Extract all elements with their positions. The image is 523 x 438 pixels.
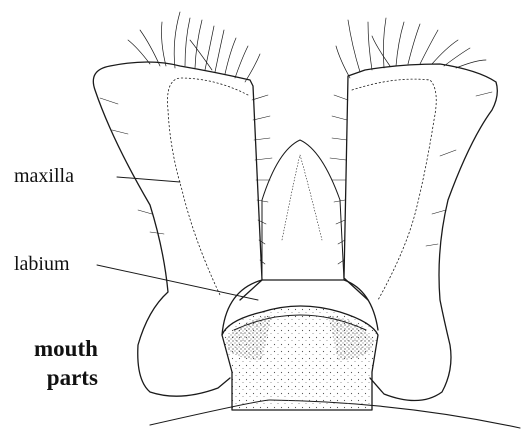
left-maxilla-inner-outline <box>168 78 249 295</box>
inner-edge-bristles <box>252 95 348 264</box>
figure-title-line-1: mouth <box>34 334 98 363</box>
labium-label: labium <box>14 253 70 276</box>
outer-bristles <box>100 92 492 246</box>
central-lobe-texture <box>282 155 322 240</box>
labium-leader-line <box>97 265 258 300</box>
figure-title-line-2: parts <box>34 363 98 392</box>
figure-title: mouth parts <box>34 334 98 392</box>
maxilla-leader-line <box>117 177 180 182</box>
right-maxilla-inner-outline <box>352 79 436 300</box>
central-lobe <box>262 140 344 280</box>
maxilla-label: maxilla <box>14 165 74 188</box>
left-bristles <box>128 12 260 82</box>
